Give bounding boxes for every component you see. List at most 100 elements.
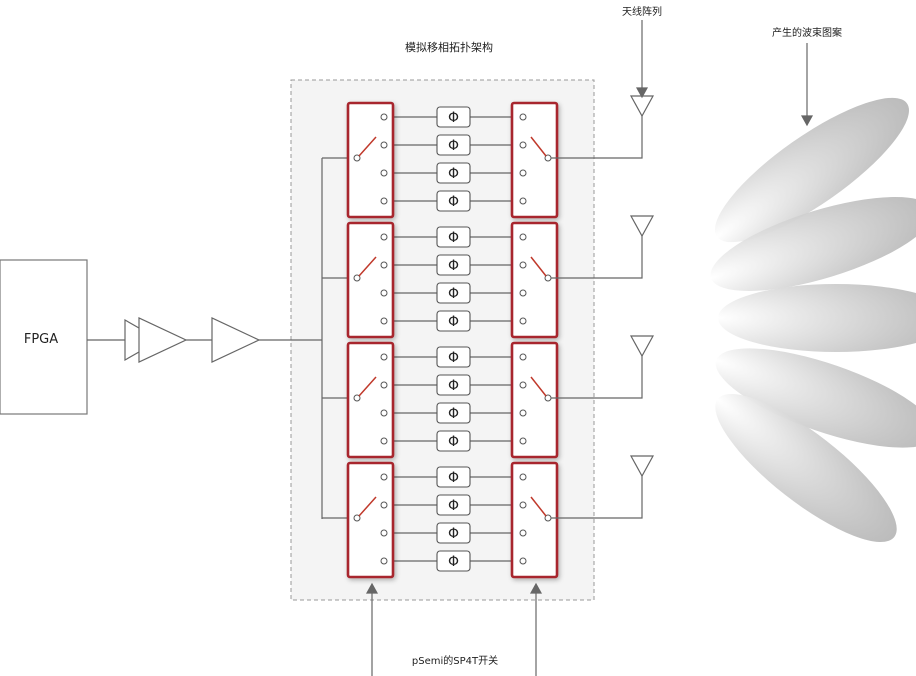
amplifier-icon bbox=[211, 317, 261, 363]
antenna-feed bbox=[551, 113, 643, 159]
phase-shifter-symbol: Φ bbox=[448, 166, 459, 182]
switch-terminal bbox=[380, 381, 388, 389]
phase-shifter-box bbox=[436, 162, 471, 184]
phase-shifter-box bbox=[436, 282, 471, 304]
switch-terminal bbox=[380, 501, 388, 509]
switch-terminal bbox=[519, 141, 527, 149]
phase-shifter-symbol: Φ bbox=[448, 554, 459, 570]
phase-shifter-box bbox=[436, 254, 471, 276]
antenna-icon bbox=[629, 335, 655, 358]
phase-shifter-box bbox=[436, 466, 471, 488]
switch-terminal bbox=[380, 437, 388, 445]
sp4t-switch-right bbox=[510, 341, 559, 459]
switch-terminal bbox=[380, 473, 388, 481]
switch-terminal bbox=[519, 169, 527, 177]
phase-shifter-symbol: Φ bbox=[448, 258, 459, 274]
phase-shifter-symbol: Φ bbox=[448, 314, 459, 330]
sp4t-switch-left bbox=[346, 341, 395, 459]
switch-arm bbox=[530, 496, 547, 517]
fpga-block bbox=[0, 259, 88, 415]
switch-common-terminal bbox=[353, 154, 361, 162]
switch-arm bbox=[358, 136, 377, 157]
phase-shifter-symbol: Φ bbox=[448, 194, 459, 210]
phase-shifter-symbol: Φ bbox=[448, 350, 459, 366]
phase-shifter-box bbox=[436, 106, 471, 128]
phase-shifter-symbol: Φ bbox=[448, 526, 459, 542]
fpga-label: FPGA bbox=[24, 332, 58, 347]
phase-shifter-symbol: Φ bbox=[448, 286, 459, 302]
amplifier-chain bbox=[87, 317, 322, 363]
switch-terminal bbox=[519, 501, 527, 509]
switch-arm bbox=[530, 256, 547, 277]
switch-terminal bbox=[519, 197, 527, 205]
antenna-icon bbox=[629, 215, 655, 238]
sp4t-switch-left bbox=[346, 101, 395, 219]
amplifier-icon bbox=[138, 317, 188, 363]
phase-shifter-box bbox=[436, 494, 471, 516]
sp4t-switch-label: pSemi的SP4T开关 bbox=[412, 654, 498, 667]
annotation-arrows bbox=[365, 20, 814, 676]
beam-pattern bbox=[710, 97, 916, 542]
phase-shifter-box bbox=[436, 346, 471, 368]
switch-terminal bbox=[519, 289, 527, 297]
switch-terminal bbox=[519, 381, 527, 389]
switch-terminal bbox=[519, 529, 527, 537]
switch-common-terminal bbox=[353, 514, 361, 522]
antenna-feed bbox=[551, 353, 643, 399]
switch-terminal bbox=[519, 353, 527, 361]
phase-shifter-box bbox=[436, 226, 471, 248]
switch-arm bbox=[530, 136, 547, 157]
sp4t-switch-right bbox=[510, 101, 559, 219]
phase-shifter-symbol: Φ bbox=[448, 138, 459, 154]
switch-terminal bbox=[380, 197, 388, 205]
antenna-feed bbox=[551, 233, 643, 279]
phase-shifter-box bbox=[436, 550, 471, 572]
switch-terminal bbox=[380, 233, 388, 241]
switch-terminal bbox=[380, 261, 388, 269]
switch-common-terminal bbox=[353, 274, 361, 282]
switch-terminal bbox=[380, 289, 388, 297]
beam-lobe bbox=[715, 394, 897, 542]
phase-shifter-box bbox=[436, 430, 471, 452]
switch-terminal bbox=[380, 317, 388, 325]
sp4t-switch-right bbox=[510, 221, 559, 339]
switch-terminal bbox=[380, 169, 388, 177]
phase-shifter-symbol: Φ bbox=[448, 230, 459, 246]
antenna-array-label: 天线阵列 bbox=[622, 5, 662, 18]
switch-terminal bbox=[380, 113, 388, 121]
switch-terminal bbox=[380, 557, 388, 565]
sp4t-switch-left bbox=[346, 221, 395, 339]
beam-lobe bbox=[710, 197, 916, 291]
switch-arm bbox=[358, 496, 377, 517]
antenna-icon bbox=[629, 95, 655, 118]
phase-shifter-box bbox=[436, 310, 471, 332]
phase-shifter-box bbox=[436, 522, 471, 544]
topology-title: 模拟移相拓扑架构 bbox=[405, 40, 493, 54]
phase-shifter-box bbox=[436, 190, 471, 212]
phase-shifter-box bbox=[436, 402, 471, 424]
phase-shifter-symbol: Φ bbox=[448, 110, 459, 126]
antenna-array bbox=[629, 95, 655, 478]
switch-terminal bbox=[519, 557, 527, 565]
antenna-icon bbox=[629, 455, 655, 478]
beam-lobe bbox=[714, 97, 910, 243]
phase-shifter-symbol: Φ bbox=[448, 434, 459, 450]
switch-terminal bbox=[380, 141, 388, 149]
phase-shifter-symbol: Φ bbox=[448, 378, 459, 394]
phase-shifter-box bbox=[436, 134, 471, 156]
switch-terminal bbox=[380, 409, 388, 417]
switch-terminal bbox=[519, 233, 527, 241]
switch-terminal bbox=[519, 437, 527, 445]
beam-pattern-label: 产生的波束图案 bbox=[772, 26, 842, 39]
phase-shifter-box bbox=[436, 374, 471, 396]
sp4t-switch-left bbox=[346, 461, 395, 579]
phase-shifter-symbol: Φ bbox=[448, 498, 459, 514]
switch-arm bbox=[530, 376, 547, 397]
beam-lobe bbox=[715, 348, 916, 448]
phase-shifter-symbol: Φ bbox=[448, 406, 459, 422]
